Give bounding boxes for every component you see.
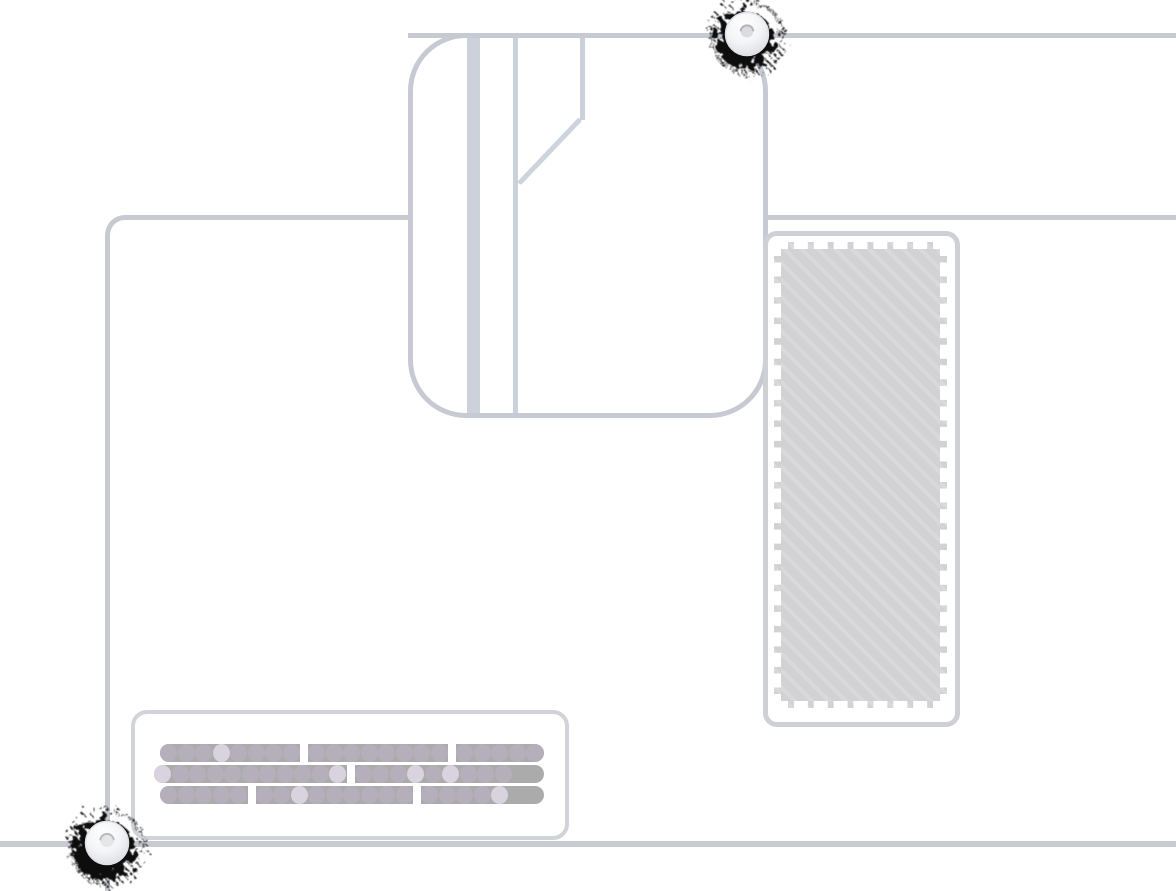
dot (206, 765, 224, 783)
dot (247, 744, 265, 762)
dot (378, 744, 395, 762)
word-gap (247, 786, 256, 804)
dot (473, 786, 491, 804)
hatched-block-frame (763, 231, 960, 727)
dot (477, 765, 494, 783)
dot (424, 765, 442, 783)
dot (325, 744, 343, 762)
dot (395, 744, 413, 762)
dot (160, 786, 177, 804)
pin-hole-shadow (739, 24, 755, 32)
document-card-diagonal-fold-line (517, 117, 583, 186)
dot (378, 786, 395, 804)
dot (177, 786, 195, 804)
dot (438, 786, 456, 804)
dot (395, 786, 413, 804)
dot (259, 765, 276, 783)
dot (343, 744, 360, 762)
dot-row (154, 765, 544, 783)
dot (255, 786, 273, 804)
light-dot (290, 786, 308, 804)
light-dot (154, 765, 171, 783)
dot (276, 765, 294, 783)
dot (360, 786, 378, 804)
dot (273, 786, 290, 804)
word-gap (346, 765, 355, 783)
dot (311, 765, 329, 783)
document-card-wide-bar (467, 38, 480, 413)
dot (171, 765, 189, 783)
dot (343, 786, 360, 804)
dot (360, 744, 378, 762)
dot (473, 744, 491, 762)
bottom-rule-line (0, 841, 1176, 847)
light-dot (212, 744, 230, 762)
dot (294, 765, 311, 783)
dot (224, 765, 241, 783)
light-dot (329, 765, 346, 783)
dot (189, 765, 206, 783)
dot (282, 744, 300, 762)
dot-row (160, 744, 544, 762)
dot (421, 786, 438, 804)
document-card-short-vertical-line (580, 38, 585, 120)
dot (195, 786, 212, 804)
dot (459, 765, 477, 783)
dot (177, 744, 195, 762)
dot (325, 786, 343, 804)
top-rule-line (408, 33, 1176, 38)
dot (212, 786, 230, 804)
dot (160, 744, 177, 762)
light-dot (491, 786, 508, 804)
word-gap (448, 744, 456, 762)
dot (241, 765, 259, 783)
dot (508, 744, 526, 762)
dot (456, 786, 473, 804)
dot (526, 744, 543, 762)
document-card (408, 33, 768, 418)
hatched-block-fill (774, 242, 947, 708)
dot (265, 744, 282, 762)
dot (413, 744, 430, 762)
dot (230, 786, 247, 804)
document-card-vertical-line (513, 38, 518, 413)
dot (230, 744, 247, 762)
word-gap (413, 786, 421, 804)
dotted-text-card (131, 710, 569, 840)
dot (195, 744, 212, 762)
light-dot (442, 765, 459, 783)
word-gap (300, 744, 308, 762)
dot (491, 744, 508, 762)
dot-row (160, 786, 544, 804)
blurred-text-dot-grid (154, 744, 544, 804)
dot (308, 744, 325, 762)
dot (494, 765, 512, 783)
dot (430, 744, 448, 762)
dot (372, 765, 389, 783)
dot (354, 765, 372, 783)
dot (308, 786, 325, 804)
dot (389, 765, 407, 783)
light-dot (407, 765, 424, 783)
dot (456, 744, 473, 762)
